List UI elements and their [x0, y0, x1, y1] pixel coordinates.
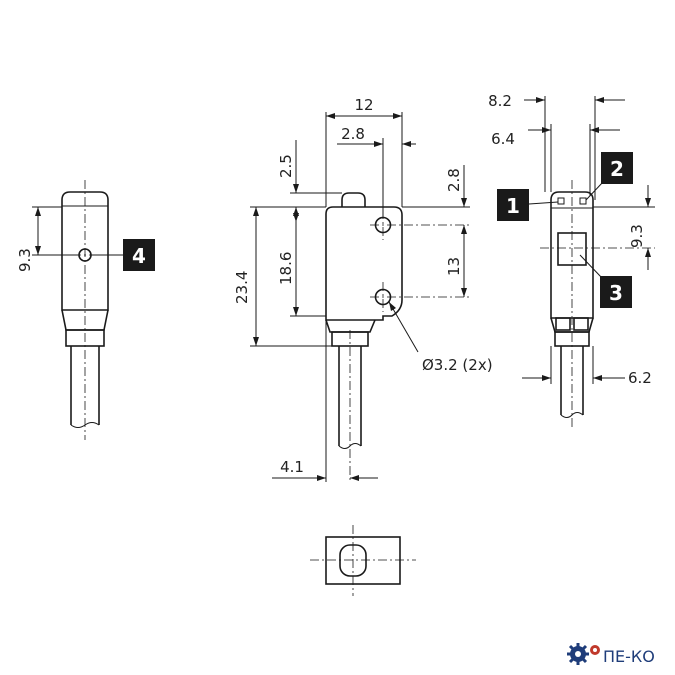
company-logo: ПЕ-КО	[567, 643, 655, 666]
left-side-view: 9.3 4	[16, 180, 155, 440]
dim-right-height: 9.3	[628, 224, 646, 248]
callout-4: 4	[123, 239, 155, 271]
front-top-step	[341, 192, 366, 207]
dim-front-top-step: 2.5	[277, 154, 295, 178]
bottom-view	[310, 525, 416, 596]
dim-front-hole-span: 18.6	[277, 252, 295, 285]
dim-front-height-total: 23.4	[233, 271, 251, 304]
svg-text:1: 1	[506, 194, 520, 218]
svg-text:2: 2	[610, 157, 624, 181]
dim-front-right-offset: 2.8	[445, 168, 463, 192]
dim-right-width-top: 8.2	[488, 92, 512, 110]
svg-text:4: 4	[132, 244, 146, 268]
front-body	[325, 206, 403, 321]
svg-text:3: 3	[609, 281, 623, 305]
right-body	[550, 191, 594, 319]
callout-2: 2	[601, 152, 633, 184]
right-led-1	[557, 197, 565, 205]
dim-front-hole-offset: 2.8	[341, 125, 365, 143]
gear-icon	[567, 643, 600, 665]
dim-front-hole-pitch: 13	[445, 257, 463, 276]
logo-text: ПЕ-КО	[603, 647, 655, 666]
dim-hole-note: Ø3.2 (2x)	[422, 356, 493, 374]
callout-1: 1	[497, 189, 529, 221]
dim-right-width-inner: 6.4	[491, 130, 515, 148]
right-side-view: 8.2 6.4 9.3 6.2 1 2	[488, 92, 655, 430]
callout-3: 3	[600, 276, 632, 308]
left-body	[61, 191, 109, 311]
dim-side-left-height: 9.3	[16, 248, 34, 272]
dim-front-width: 12	[354, 96, 373, 114]
bottom-body	[325, 536, 401, 585]
dim-cable-offset: 4.1	[280, 458, 304, 476]
dim-right-cable: 6.2	[628, 369, 652, 387]
right-led-2	[579, 197, 587, 205]
front-view: 12 2.8 2.5 23.4 18.6 2.8	[233, 96, 493, 482]
front-taper	[325, 319, 376, 333]
